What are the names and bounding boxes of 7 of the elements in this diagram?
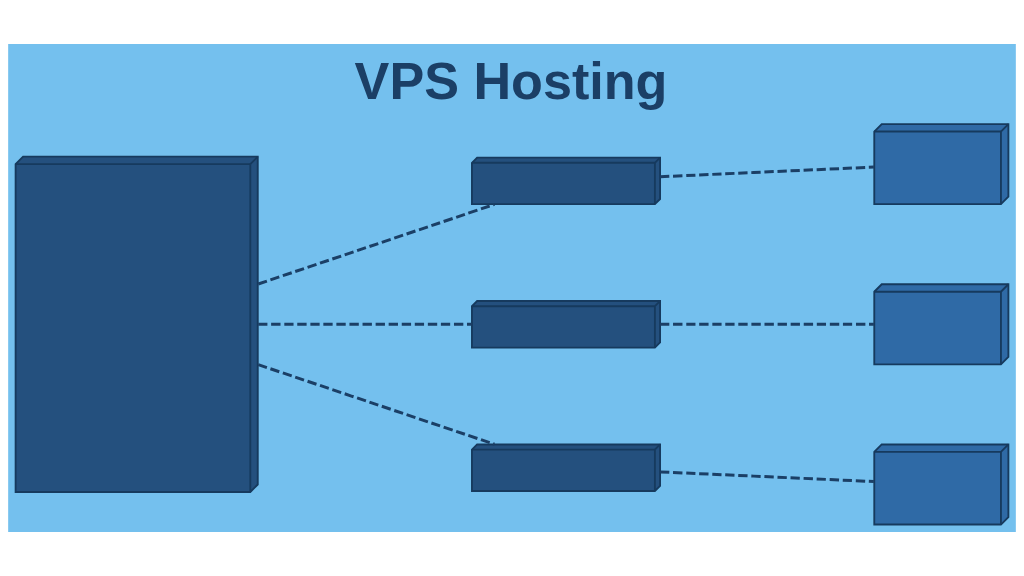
connector	[258, 322, 472, 326]
diagram-title: VPS Hosting	[354, 51, 668, 110]
connector	[660, 322, 874, 326]
connector	[257, 202, 495, 286]
connector	[257, 363, 495, 446]
connector	[660, 165, 874, 179]
connector	[660, 470, 874, 484]
